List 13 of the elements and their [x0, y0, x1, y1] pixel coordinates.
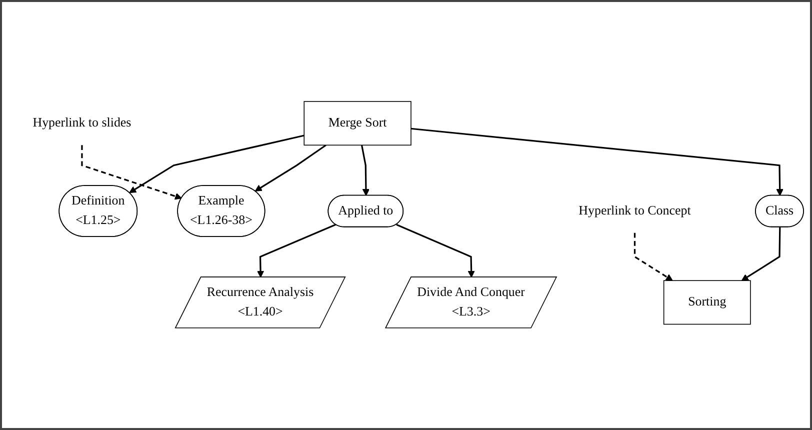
- arrow: [741, 228, 781, 282]
- arrow: [634, 233, 673, 282]
- node-text: Hyperlink to slides: [32, 116, 132, 130]
- arrow: [360, 145, 370, 196]
- arrow: [254, 144, 326, 192]
- node-box: Sorting: [663, 280, 751, 325]
- arrow: [410, 128, 784, 196]
- arrow: [81, 145, 182, 200]
- arrow: [256, 224, 336, 278]
- node-box: Merge Sort: [304, 101, 412, 146]
- arrow: [129, 135, 304, 194]
- node-text: Hyperlink to Concept: [578, 204, 691, 218]
- arrow: [396, 224, 475, 278]
